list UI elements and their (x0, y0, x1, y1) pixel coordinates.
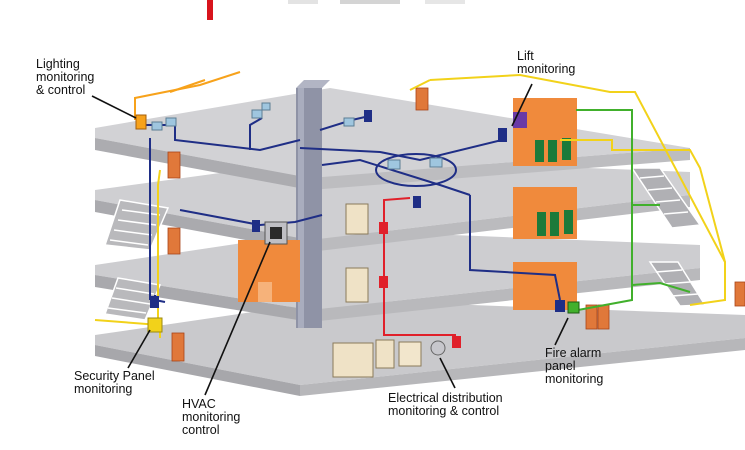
fire-alarm-panel-icon (555, 300, 580, 314)
lift-cars (513, 98, 577, 310)
network-ring (375, 153, 457, 187)
label-line: Electrical distribution (388, 391, 503, 405)
label-line: & control (36, 83, 86, 97)
label-line: monitoring (74, 382, 133, 396)
logo-fragment (207, 0, 213, 20)
label-electrical: Electrical distribution monitoring & con… (388, 392, 503, 418)
label-line: monitoring (517, 62, 576, 76)
stairs-right (630, 167, 707, 307)
callout-lines (91, 83, 569, 396)
terminals (151, 102, 443, 170)
label-line: monitoring & control (388, 404, 500, 418)
lighting-controller-icon (135, 114, 147, 130)
lighting-wiring (134, 71, 241, 120)
label-line: control (182, 423, 220, 437)
electrical-panel-icon (332, 203, 446, 378)
security-wiring (94, 73, 726, 338)
fire-wiring (576, 109, 691, 311)
label-line: Lighting (36, 57, 80, 71)
label-line: monitoring (182, 410, 241, 424)
hvac-duct (296, 80, 330, 328)
label-security: Security Panel monitoring (74, 370, 155, 396)
hvac-controller-icon (264, 221, 288, 245)
label-line: monitoring (545, 372, 604, 386)
label-line: Security Panel (74, 369, 155, 383)
label-line: Fire alarm (545, 346, 602, 360)
office-room (238, 240, 300, 302)
label-fire-alarm: Fire alarm panel monitoring (545, 347, 603, 386)
lift-controller-icon (498, 128, 507, 142)
label-line: Lift (517, 49, 534, 63)
network-wiring (140, 116, 561, 303)
label-line: monitoring (36, 70, 95, 84)
label-lighting: Lighting monitoring & control (36, 58, 94, 97)
header-fragment (425, 0, 465, 4)
header-fragment (288, 0, 318, 4)
network-nodes (252, 110, 421, 232)
header-fragment (340, 0, 400, 4)
label-line: panel (545, 359, 576, 373)
label-hvac: HVAC monitoring control (182, 398, 240, 437)
label-lift: Lift monitoring (517, 50, 575, 76)
power-nodes (379, 222, 461, 348)
security-panel-icon (147, 296, 163, 333)
doors (167, 87, 745, 362)
label-line: HVAC (182, 397, 216, 411)
